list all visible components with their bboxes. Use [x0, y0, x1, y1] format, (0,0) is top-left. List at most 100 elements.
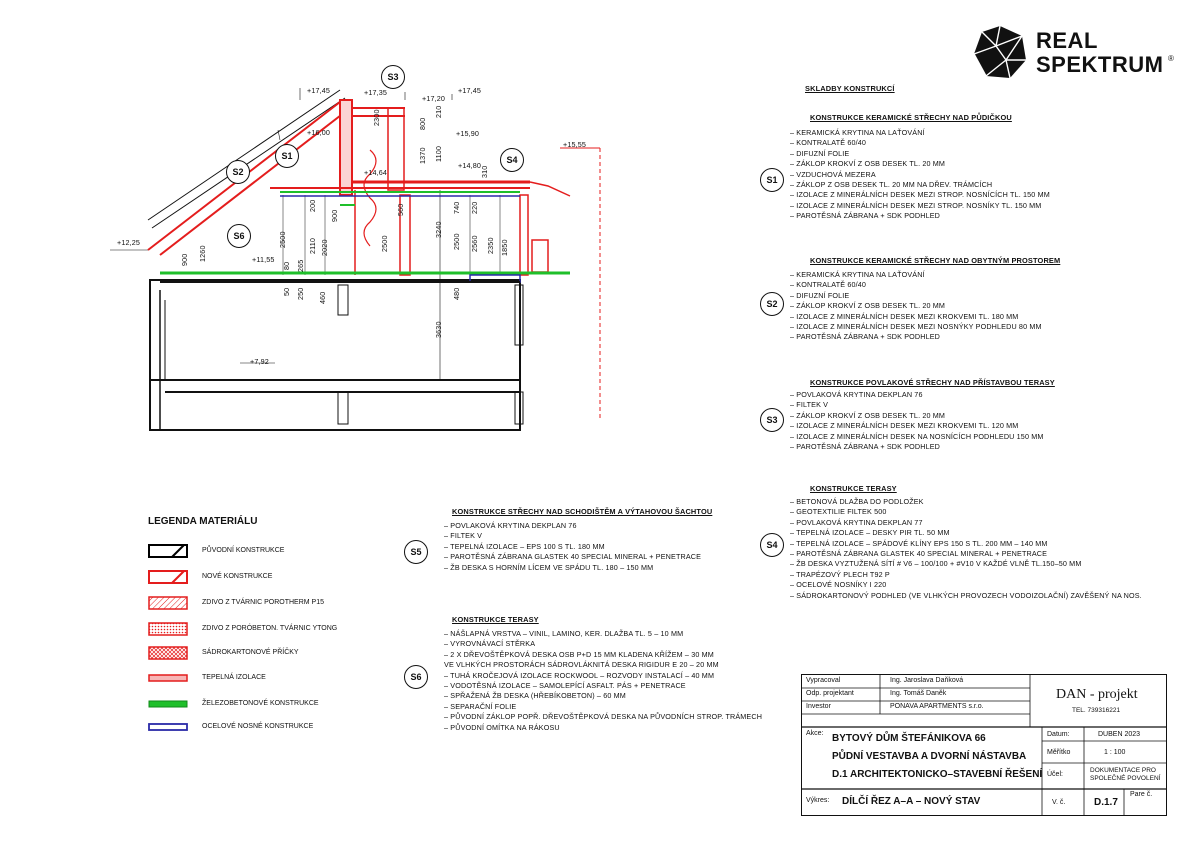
- label-ucel: Účel:: [1047, 771, 1063, 778]
- swatch-porotherm: [148, 596, 188, 610]
- s6-line: VE VLHKÝCH PROSTORÁCH SÁDROVLÁKNITÁ DESK…: [444, 660, 719, 670]
- swatch-steel: [148, 723, 188, 731]
- s2-line: – ZÁKLOP KROKVÍ Z OSB DESEK TL. 20 MM: [790, 301, 946, 311]
- dim-label: 900: [180, 253, 189, 266]
- label-meritko: Měřítko: [1047, 749, 1071, 756]
- s5-line: – FILTEK V: [444, 531, 483, 541]
- s2-line: – IZOLACE Z MINERÁLNÍCH DESEK MEZI NOSNÝ…: [790, 322, 1042, 332]
- dim-label: 2500: [452, 233, 461, 250]
- legend-s2: S2: [760, 292, 784, 316]
- dim-label: 250: [296, 287, 305, 300]
- value-ucel1: DOKUMENTACE PRO: [1090, 767, 1156, 774]
- s3-line: – PAROTĚSNÁ ZÁBRANA + SDK PODHLED: [790, 442, 941, 452]
- dim-label: 3630: [434, 321, 443, 338]
- level-label: +14,80: [458, 161, 482, 170]
- s1-line: – ZÁKLOP Z OSB DESEK TL. 20 MM NA DŘEV. …: [790, 180, 993, 190]
- dim-label: 80: [282, 261, 291, 270]
- value-meritko: 1 : 100: [1104, 749, 1126, 756]
- legend-item: PŮVODNÍ KONSTRUKCE: [148, 544, 378, 564]
- level-label: +17,45: [307, 86, 331, 95]
- dim-label: 2020: [320, 239, 329, 256]
- skladby-title: SKLADBY KONSTRUKCÍ: [805, 84, 895, 93]
- label-vc: V. č.: [1052, 799, 1066, 806]
- legend-s6: S6: [404, 665, 428, 689]
- label-datum: Datum:: [1047, 731, 1070, 738]
- marker-s3: S3: [381, 65, 405, 89]
- s6-line: – SEPARAČNÍ FOLIE: [444, 701, 517, 711]
- s1-line: – VZDUCHOVÁ MEZERA: [790, 169, 876, 179]
- dim-label: 3240: [434, 221, 443, 238]
- value-vypracoval: Ing. Jaroslava Daňková: [890, 677, 964, 684]
- dim-label: 480: [452, 287, 461, 300]
- marker-s4: S4: [500, 148, 524, 172]
- legend-label: ZDIVO Z TVÁRNIC POROTHERM P15: [202, 599, 324, 606]
- s2-line: – IZOLACE Z MINERÁLNÍCH DESEK MEZI KROKV…: [790, 311, 1019, 321]
- legend-label: ZDIVO Z PORÓBETON. TVÁRNIC YTONG: [202, 625, 338, 632]
- swatch-original: [148, 544, 188, 558]
- dim-label: 50: [282, 287, 291, 296]
- s3-title: KONSTRUKCE POVLAKOVÉ STŘECHY NAD PŘÍSTAV…: [810, 378, 1055, 387]
- akce-line1: BYTOVÝ DŮM ŠTEFÁNIKOVA 66: [832, 733, 986, 744]
- marker-s1: S1: [275, 144, 299, 168]
- value-investor: PONAVA APARTMENTS s.r.o.: [890, 703, 984, 710]
- dim-label: 200: [308, 199, 317, 212]
- label-pare: Pare č.: [1130, 791, 1153, 798]
- legend-item: TEPELNÁ IZOLACE: [148, 671, 378, 691]
- dim-label: 1260: [198, 245, 207, 262]
- logo-line1: REAL: [1036, 28, 1098, 53]
- swatch-ytong: [148, 622, 188, 636]
- dim-label: 2500: [380, 235, 389, 252]
- s1-line: – PAROTĚSNÁ ZÁBRANA + SDK PODHLED: [790, 211, 941, 221]
- s4-line: – TRAPÉZOVÝ PLECH T92 P: [790, 569, 890, 579]
- s4-line: – BETONOVÁ DLAŽBA DO PODLOŽEK: [790, 497, 924, 506]
- s2-line: – DIFUZNÍ FOLIE: [790, 290, 850, 300]
- value-vykres: DÍLČÍ ŘEZ A–A – NOVÝ STAV: [842, 796, 981, 807]
- s5-title: KONSTRUKCE STŘECHY NAD SCHODIŠTĚM A VÝTA…: [452, 507, 713, 516]
- s6-title: KONSTRUKCE TERASY: [452, 615, 539, 624]
- legend-item: OCELOVÉ NOSNÉ KONSTRUKCE: [148, 720, 378, 740]
- title-block: Vypracoval Ing. Jaroslava Daňková Odp. p…: [801, 674, 1167, 816]
- s4-line: – POVLAKOVÁ KRYTINA DEKPLAN 77: [790, 517, 923, 527]
- logo-reg: ®: [1168, 54, 1174, 63]
- s4-line: – PAROTĚSNÁ ZÁBRANA GLASTEK 40 SPECIAL M…: [790, 549, 1048, 559]
- dim-label: 900: [330, 209, 339, 222]
- s4-line: – SÁDROKARTONOVÝ PODHLED (VE VLHKÝCH PRO…: [790, 590, 1142, 600]
- s1-line: – DIFUZNÍ FOLIE: [790, 148, 850, 158]
- legend-item: NOVÉ KONSTRUKCE: [148, 570, 378, 590]
- label-vykres: Výkres:: [806, 797, 830, 804]
- swatch-concrete: [148, 700, 188, 708]
- level-label: +12,25: [117, 238, 141, 247]
- section-drawing: [110, 88, 601, 431]
- s6-line: – TUHÁ KROČEJOVÁ IZOLACE ROCKWOOL – ROZV…: [444, 670, 715, 680]
- legend-s3: S3: [760, 408, 784, 432]
- dim-label: 310: [480, 165, 489, 178]
- dim-label: 2560: [470, 235, 479, 252]
- s2-line: – PAROTĚSNÁ ZÁBRANA + SDK PODHLED: [790, 332, 941, 342]
- s4-line: – ŽB DESKA VYZTUŽENÁ SÍTÍ # V6 – 100/100…: [790, 559, 1082, 569]
- dim-label: 2500: [278, 231, 287, 248]
- value-datum: DUBEN 2023: [1098, 731, 1141, 738]
- logo: REAL SPEKTRUM ®: [972, 24, 1182, 84]
- dim-label: 210: [434, 105, 443, 118]
- dim-label: 2300: [372, 109, 381, 126]
- s3-line: – POVLAKOVÁ KRYTINA DEKPLAN 76: [790, 390, 923, 399]
- legend-label: PŮVODNÍ KONSTRUKCE: [202, 547, 285, 554]
- dim-label: 740: [452, 201, 461, 214]
- company-tel: TEL. 739316221: [1072, 707, 1121, 714]
- s5-lines: – POVLAKOVÁ KRYTINA DEKPLAN 76 – FILTEK …: [444, 521, 701, 573]
- swatch-insulation: [148, 674, 188, 682]
- s3-line: – IZOLACE Z MINERÁLNÍCH DESEK MEZI KROKV…: [790, 421, 1019, 431]
- s3-line: – ZÁKLOP KROKVÍ Z OSB DESEK TL. 20 MM: [790, 410, 946, 420]
- s5-line: – TEPELNÁ IZOLACE – EPS 100 S TL. 180 MM: [444, 541, 605, 551]
- level-label: +16,00: [307, 128, 331, 137]
- level-label: +17,45: [458, 86, 482, 95]
- legend-label: TEPELNÁ IZOLACE: [202, 674, 266, 681]
- label-akce: Akce:: [806, 730, 824, 737]
- level-label: +15,55: [563, 140, 587, 149]
- s5-line: – POVLAKOVÁ KRYTINA DEKPLAN 76: [444, 521, 577, 530]
- akce-line2: PŮDNÍ VESTAVBA A DVORNÍ NÁSTAVBA: [832, 751, 1027, 762]
- marker-s2: S2: [226, 160, 250, 184]
- akce-line3: D.1 ARCHITEKTONICKO–STAVEBNÍ ŘEŠENÍ: [832, 769, 1043, 780]
- s6-line: – SPŘAŽENÁ ŽB DESKA (HŘEBÍKOBETON) – 60 …: [444, 691, 626, 701]
- s6-line: – 2 X DŘEVOŠTĚPKOVÁ DESKA OSB P+D 15 MM …: [444, 649, 714, 659]
